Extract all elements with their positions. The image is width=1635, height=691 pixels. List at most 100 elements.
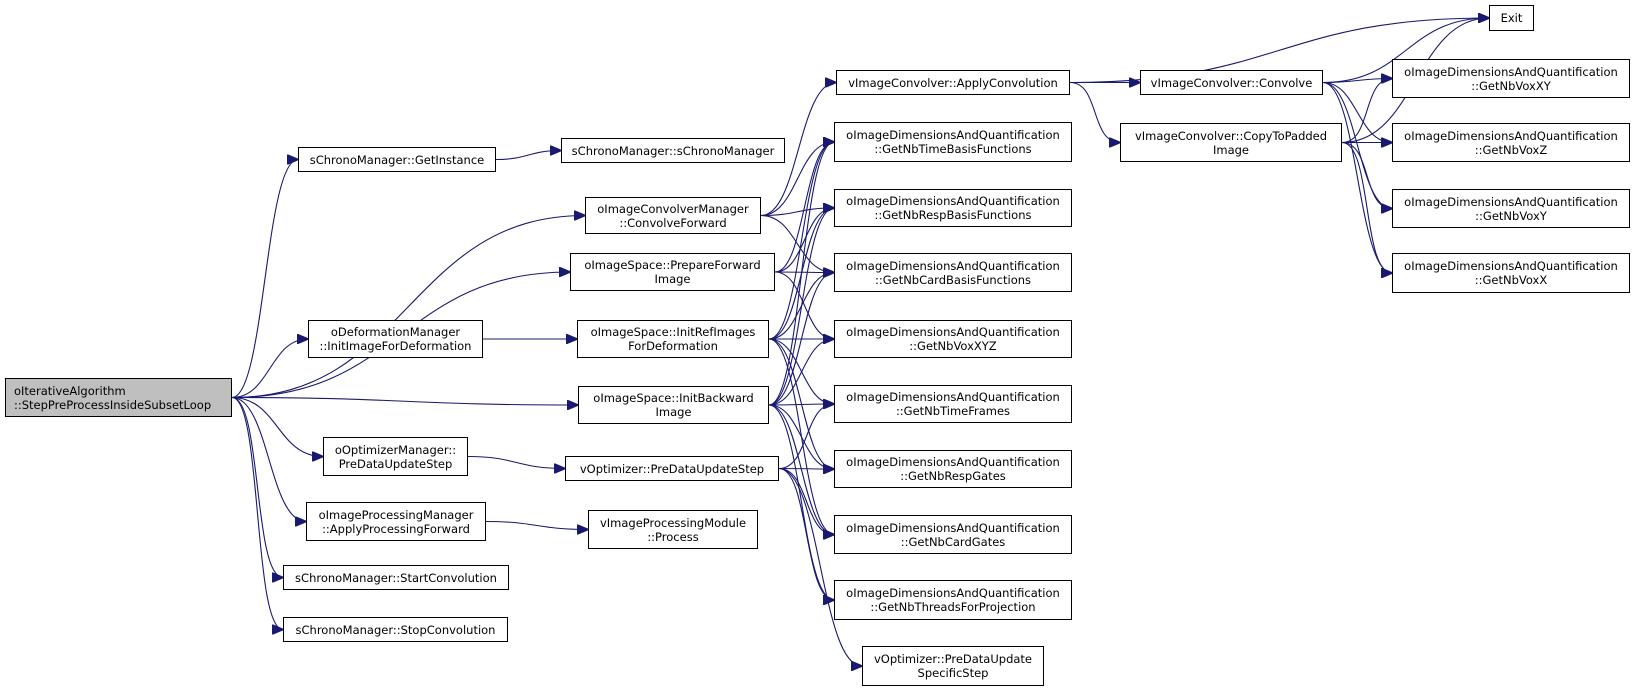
- node-exit[interactable]: Exit: [1489, 5, 1534, 31]
- edge-vconv_convolve-to-exit: [1322, 18, 1489, 84]
- node-label-line: Exit: [1500, 11, 1523, 25]
- edge-optim_mgr_predata-to-voptim_predata: [467, 455, 565, 469]
- node-processing-module-process[interactable]: vImageProcessingModule::Process: [588, 510, 758, 549]
- node-label-line: oImageDimensionsAndQuantification: [1404, 194, 1618, 209]
- edge-root-to-convolver_mgr_forward: [231, 216, 585, 399]
- node-label-line: oImageConvolverManager: [597, 201, 749, 216]
- node-label-line: sChronoManager::sChronoManager: [571, 143, 775, 158]
- edge-space_init_ref-to-dim_time_basis: [768, 142, 834, 340]
- node-dims-get-nb-time-frames[interactable]: oImageDimensionsAndQuantification::GetNb…: [834, 385, 1072, 423]
- edge-convolver_mgr_forward-to-vconv_apply: [760, 83, 836, 217]
- node-label-line: vOptimizer::PreDataUpdateStep: [579, 461, 765, 476]
- edge-voptim_predata-to-dim_resp_gates: [778, 469, 834, 470]
- node-label-line: SpecificStep: [917, 666, 989, 680]
- node-label-line: ForDeformation: [628, 339, 718, 353]
- node-convolver-manager-convolve-forward[interactable]: oImageConvolverManager::ConvolveForward: [585, 197, 761, 234]
- node-label-line: ::InitImageForDeformation: [319, 339, 472, 353]
- edge-root-to-deform_mgr_init: [231, 339, 308, 399]
- node-dims-get-nb-vox-y[interactable]: oImageDimensionsAndQuantification::GetNb…: [1392, 189, 1630, 228]
- node-label-line: oImageSpace::PrepareForward: [584, 258, 761, 272]
- edge-root-to-optim_mgr_predata: [231, 396, 323, 457]
- node-label-line: oImageDimensionsAndQuantification: [846, 455, 1060, 469]
- edge-vconv_copy_padded-to-dim_voxx: [1341, 141, 1392, 274]
- edge-chrono_getinstance-to-chrono_ctor: [495, 151, 561, 161]
- edge-root-to-chrono_start: [231, 396, 283, 578]
- node-vimageconvolver-convolve[interactable]: vImageConvolver::Convolve: [1140, 70, 1323, 95]
- edge-root-to-chrono_getinstance: [231, 160, 298, 399]
- node-label-line: ::GetNbVoxXY: [1471, 78, 1551, 93]
- node-deformation-manager-init-image[interactable]: oDeformationManager::InitImageForDeforma…: [308, 320, 483, 358]
- edge-root-to-space_init_backward: [231, 396, 578, 406]
- node-label-line: ::ApplyProcessingForward: [322, 521, 470, 536]
- node-label-line: Image: [1212, 142, 1250, 157]
- node-dims-get-nb-vox-xyz[interactable]: oImageDimensionsAndQuantification::GetNb…: [834, 320, 1072, 358]
- node-vimageconvolver-apply-convolution[interactable]: vImageConvolver::ApplyConvolution: [836, 70, 1070, 95]
- node-dims-get-nb-vox-x[interactable]: oImageDimensionsAndQuantification::GetNb…: [1392, 253, 1630, 293]
- edge-vconv_copy_padded-to-dim_voxy: [1341, 141, 1392, 209]
- node-label-line: sChronoManager::StopConvolution: [295, 622, 496, 637]
- node-label-line: oImageProcessingManager: [318, 507, 474, 522]
- node-label-line: oImageSpace::InitRefImages: [590, 325, 756, 339]
- node-chrono-getinstance[interactable]: sChronoManager::GetInstance: [298, 147, 496, 172]
- node-label-line: ::GetNbRespGates: [900, 469, 1006, 483]
- node-label-line: oImageDimensionsAndQuantification: [1404, 64, 1618, 79]
- node-label-line: sChronoManager::StartConvolution: [295, 570, 497, 585]
- node-label-line: ::GetNbCardBasisFunctions: [874, 272, 1032, 287]
- edge-root-to-proc_mgr_forward: [231, 396, 306, 522]
- node-label-line: oImageDimensionsAndQuantification: [846, 128, 1060, 142]
- node-label-line: oImageDimensionsAndQuantification: [1404, 259, 1618, 273]
- node-label-line: Image: [655, 405, 692, 419]
- node-dims-get-nb-vox-xy[interactable]: oImageDimensionsAndQuantification::GetNb…: [1392, 59, 1630, 98]
- edge-space_init_backward-to-dim_card_basis: [768, 273, 834, 406]
- node-dims-get-nb-resp-gates[interactable]: oImageDimensionsAndQuantification::GetNb…: [834, 450, 1072, 488]
- node-label-line: ::StepPreProcessInsideSubsetLoop: [14, 397, 212, 412]
- node-label-line: Image: [654, 272, 691, 286]
- node-label-line: vImageProcessingModule: [599, 515, 747, 530]
- node-label-line: oImageDimensionsAndQuantification: [846, 325, 1060, 339]
- node-label-line: ::GetNbThreadsForProjection: [870, 600, 1036, 614]
- node-label-line: ::GetNbTimeFrames: [895, 404, 1011, 418]
- edge-space_init_backward-to-dim_time_frames: [768, 404, 834, 405]
- node-optimizer-manager-predata-update-step[interactable]: oOptimizerManager::PreDataUpdateStep: [323, 437, 468, 476]
- node-label-line: oImageSpace::InitBackward: [593, 391, 754, 405]
- node-label-line: vImageConvolver::CopyToPadded: [1134, 128, 1328, 143]
- node-chrono-constructor[interactable]: sChronoManager::sChronoManager: [561, 138, 785, 163]
- node-chrono-stop-convolution[interactable]: sChronoManager::StopConvolution: [283, 617, 508, 642]
- node-dims-get-nb-vox-z[interactable]: oImageDimensionsAndQuantification::GetNb…: [1392, 123, 1630, 162]
- edge-vconv_convolve-to-dim_voxy: [1322, 81, 1392, 209]
- node-processing-manager-apply-forward[interactable]: oImageProcessingManager::ApplyProcessing…: [306, 502, 486, 541]
- node-label-line: oOptimizerManager::: [334, 442, 457, 457]
- node-label-line: oImageDimensionsAndQuantification: [846, 194, 1060, 208]
- node-dims-get-nb-threads-for-projection[interactable]: oImageDimensionsAndQuantification::GetNb…: [834, 580, 1072, 620]
- node-dims-get-nb-time-basis-functions[interactable]: oImageDimensionsAndQuantification::GetNb…: [834, 122, 1072, 162]
- node-label-line: ::GetNbVoxZ: [1474, 142, 1548, 157]
- node-label-line: vOptimizer::PreDataUpdate: [873, 652, 1033, 666]
- edge-root-to-chrono_stop: [231, 396, 283, 630]
- node-label-line: ::ConvolveForward: [619, 215, 727, 230]
- node-label-line: oImageDimensionsAndQuantification: [846, 520, 1060, 535]
- edge-voptim_predata-to-dim_card_gates: [778, 467, 834, 535]
- node-label-line: oIterativeAlgorithm: [14, 383, 126, 398]
- node-label-line: ::GetNbRespBasisFunctions: [874, 208, 1032, 222]
- edge-space_init_backward-to-dim_resp_basis: [768, 208, 834, 406]
- node-label-line: oImageDimensionsAndQuantification: [846, 258, 1060, 273]
- node-dims-get-nb-card-basis-functions[interactable]: oImageDimensionsAndQuantification::GetNb…: [834, 253, 1072, 292]
- node-label-line: ::GetNbTimeBasisFunctions: [874, 142, 1032, 156]
- edge-proc_mgr_forward-to-proc_module_process: [485, 520, 588, 530]
- node-voptimizer-predata-update-step[interactable]: vOptimizer::PreDataUpdateStep: [565, 456, 779, 481]
- edge-voptim_predata-to-voptim_specific: [778, 467, 862, 667]
- node-label-line: ::GetNbCardGates: [900, 534, 1006, 549]
- node-chrono-start-convolution[interactable]: sChronoManager::StartConvolution: [283, 565, 509, 590]
- edge-space_init_backward-to-dim_voxxyz: [768, 339, 834, 406]
- node-label-line: oDeformationManager: [330, 325, 461, 339]
- node-dims-get-nb-resp-basis-functions[interactable]: oImageDimensionsAndQuantification::GetNb…: [834, 189, 1072, 227]
- node-dims-get-nb-card-gates[interactable]: oImageDimensionsAndQuantification::GetNb…: [834, 515, 1072, 554]
- edge-vconv_apply-to-vconv_copy_padded: [1069, 81, 1120, 143]
